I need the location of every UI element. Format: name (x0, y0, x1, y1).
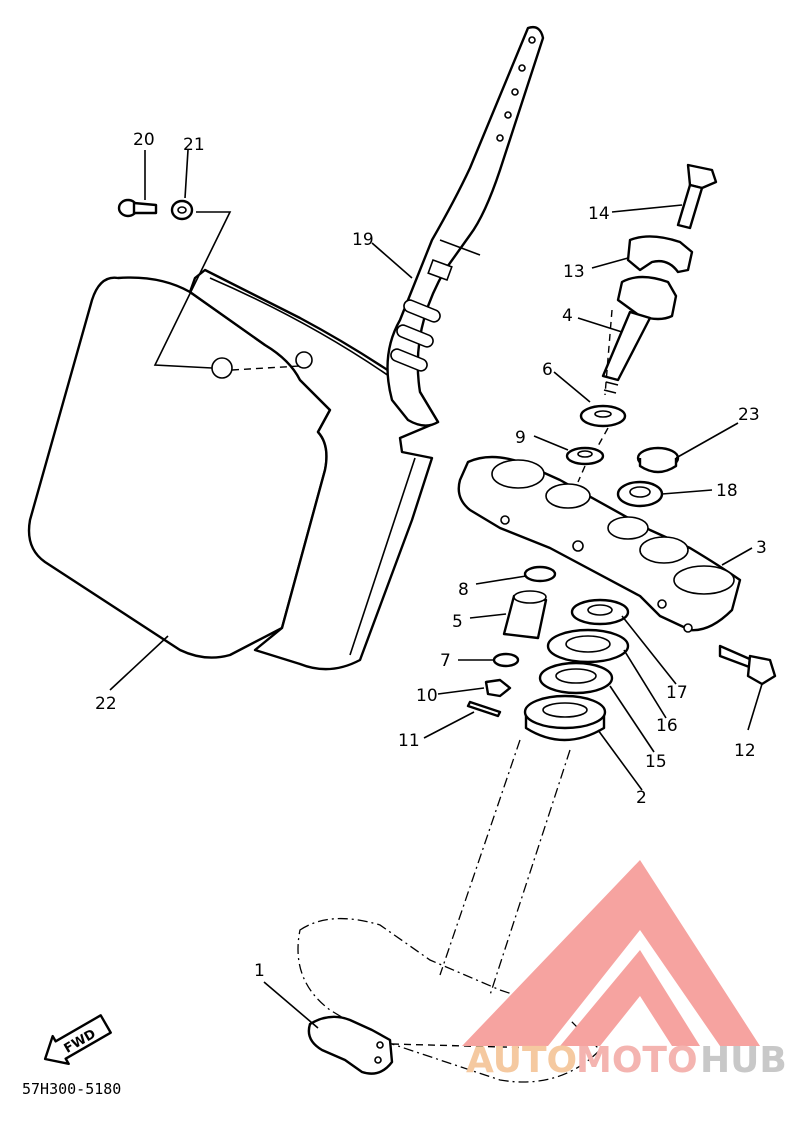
label-20: 20 (133, 130, 155, 150)
bolt-14 (676, 163, 718, 230)
nut-18 (616, 480, 664, 508)
headlight-cover (27, 268, 440, 671)
label-19: 19 (352, 230, 374, 250)
nut-10 (484, 678, 512, 698)
bolt-12 (718, 644, 777, 686)
spacer-5 (502, 590, 548, 640)
washer-6 (579, 404, 627, 428)
watermark-auto: AUTO (466, 1040, 577, 1081)
label-15: 15 (645, 752, 667, 772)
pin-11 (466, 700, 502, 718)
handlebar-holder-lower (601, 275, 678, 394)
handlebar-holder-upper (626, 235, 694, 274)
label-3: 3 (756, 538, 767, 558)
label-21: 21 (183, 135, 205, 155)
label-10: 10 (416, 686, 438, 706)
watermark-triangle-icon (462, 860, 760, 1046)
label-12: 12 (734, 741, 756, 761)
drawing-code: 57H300-5180 (22, 1080, 121, 1098)
lower-bracket-clamp (307, 1015, 394, 1075)
watermark-hub: HUB (700, 1040, 787, 1081)
label-7: 7 (440, 651, 451, 671)
steering-stem-outline (297, 739, 601, 1083)
label-6: 6 (542, 360, 553, 380)
label-13: 13 (563, 262, 585, 282)
bearing-2 (523, 694, 607, 742)
washer-21 (170, 199, 194, 221)
label-4: 4 (562, 306, 573, 326)
watermark-logo: AUTO MOTO HUB (462, 860, 787, 1081)
label-2: 2 (636, 788, 647, 808)
label-8: 8 (458, 580, 469, 600)
label-16: 16 (656, 716, 678, 736)
bracket-stay (386, 25, 545, 427)
washer-7 (492, 652, 520, 668)
cap-23 (636, 446, 680, 474)
watermark-moto: MOTO (576, 1040, 698, 1081)
washer-17 (570, 598, 630, 626)
fwd-arrow: FWD (43, 1014, 112, 1066)
bearing-15 (538, 661, 614, 695)
label-17: 17 (666, 683, 688, 703)
label-23: 23 (738, 405, 760, 425)
label-5: 5 (452, 612, 463, 632)
label-11: 11 (398, 731, 420, 751)
label-9: 9 (515, 428, 526, 448)
label-14: 14 (588, 204, 610, 224)
collar-8 (523, 565, 557, 583)
label-1: 1 (254, 961, 265, 981)
upper-bracket (457, 455, 742, 633)
leader-lines (109, 149, 763, 1029)
seal-16 (546, 628, 630, 664)
label-18: 18 (716, 481, 738, 501)
screw-20 (117, 198, 158, 218)
washer-9 (565, 446, 605, 466)
label-22: 22 (95, 694, 117, 714)
part-labels: 20 21 19 14 13 4 6 9 23 18 3 8 5 7 10 11… (95, 130, 767, 981)
